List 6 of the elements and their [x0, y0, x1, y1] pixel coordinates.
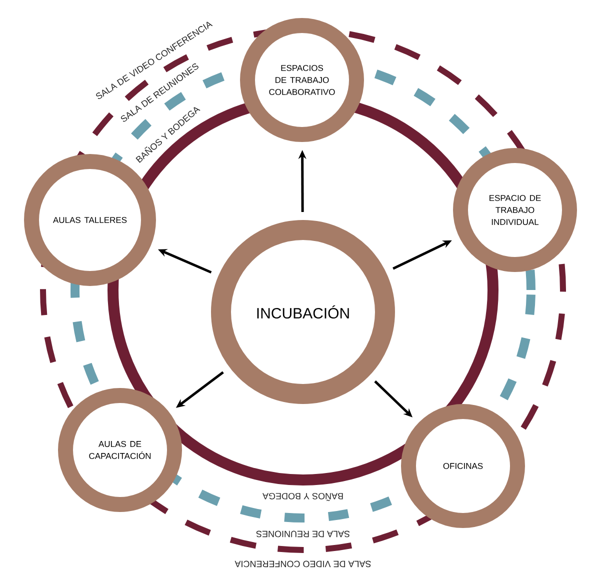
ring-label: SALA DE REUNIONES: [256, 530, 350, 538]
node-label: ESPACIO DE TRABAJO INDIVIDUAL: [490, 194, 541, 225]
ring-label: SALA DE VIDEO CONFERENCIA: [234, 560, 371, 568]
node-label: AULAS DE CAPACITACIÓN: [89, 440, 151, 459]
node-label: OFICINAS: [443, 462, 483, 469]
ring-label: BAÑOS Y BODEGA: [262, 492, 343, 501]
